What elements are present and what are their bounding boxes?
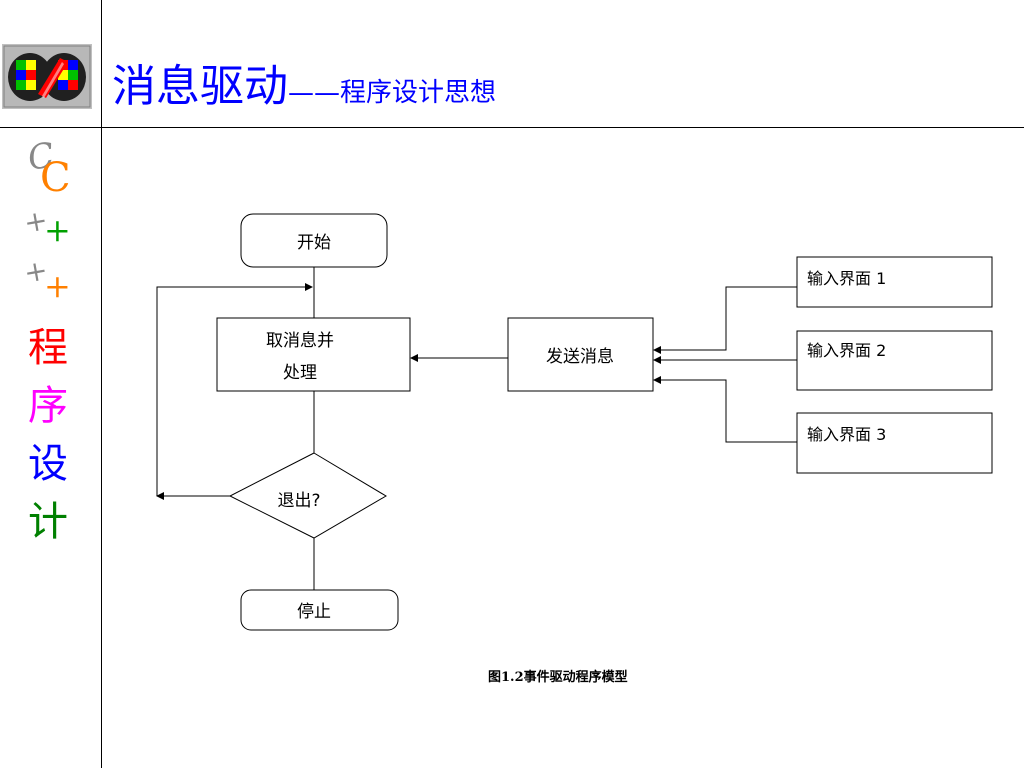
send-label: 发送消息	[546, 347, 614, 367]
input-label-2: 输入界面 2	[807, 341, 886, 360]
connector	[653, 286, 797, 354]
page-title: 消息驱动——程序设计思想	[112, 50, 496, 114]
send-node	[507, 317, 654, 392]
figure-caption: 图1.2事件驱动程序模型	[488, 670, 628, 685]
stop-label: 停止	[297, 602, 331, 622]
input-node-3	[796, 412, 993, 474]
loop-connector	[156, 283, 313, 496]
sidebar-char: +	[44, 267, 71, 305]
connector	[653, 376, 797, 443]
title-main: 消息驱动	[112, 61, 288, 112]
sidebar-char: 计	[28, 499, 68, 545]
sidebar-char: +	[44, 211, 71, 249]
process-label-2: 处理	[283, 363, 317, 383]
sidebar-char: 设	[28, 441, 68, 487]
process-node	[216, 317, 411, 392]
title-subtitle: 程序设计思想	[340, 78, 497, 108]
flowchart: 开始 取消息并 处理 退出? 停止 发送消息 输入界面 1 输入界面 2 输入界…	[156, 213, 993, 631]
sidebar-char: 程	[28, 325, 68, 371]
input-node-1	[796, 256, 993, 308]
sidebar-char: 序	[28, 383, 68, 429]
logo-icon	[2, 44, 92, 109]
horizontal-divider	[0, 127, 1024, 128]
input-label-3: 输入界面 3	[807, 425, 886, 444]
sidebar-char: C	[40, 155, 71, 201]
stop-node	[240, 589, 399, 631]
process-label-1: 取消息并	[266, 331, 334, 351]
decision-label: 退出?	[277, 491, 320, 511]
input-label-1: 输入界面 1	[807, 269, 886, 288]
sidebar-vertical-text: C + + C + + 程 序 设 计	[20, 135, 100, 545]
input-node-2	[796, 330, 993, 391]
title-dash: ——	[288, 78, 340, 108]
vertical-divider	[101, 0, 102, 768]
start-label: 开始	[297, 233, 331, 253]
